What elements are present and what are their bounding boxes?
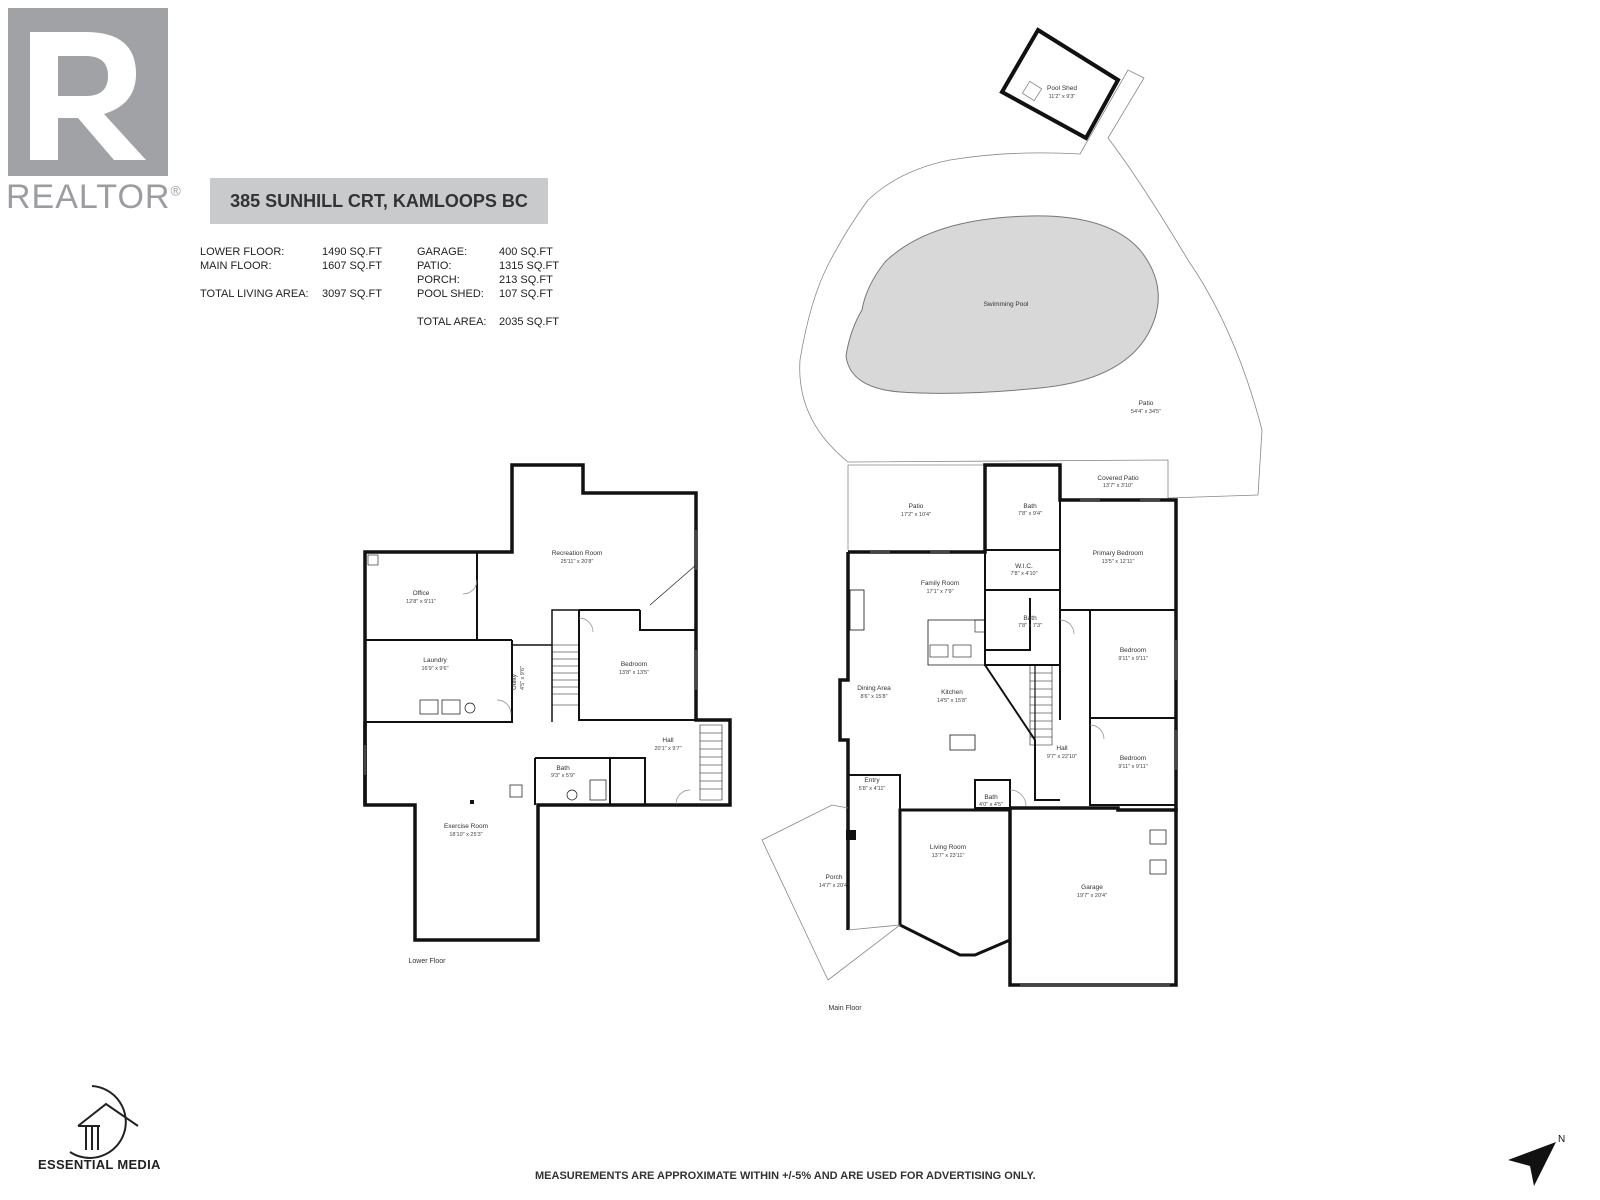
room-label: Bedroom xyxy=(1120,647,1146,654)
room-dim: 7'8" x 7'3" xyxy=(1018,623,1042,629)
room-dim: 13'7" x 23'11" xyxy=(932,853,965,859)
room-label: Office xyxy=(413,590,430,597)
room-dim: 17'1" x 7'9" xyxy=(926,589,953,595)
room-label: Bedroom xyxy=(1120,755,1146,762)
area-label: GARAGE: xyxy=(417,246,468,258)
patio-outline xyxy=(799,69,1263,499)
room-dim: 13'7" x 3'10" xyxy=(1103,483,1133,489)
area-value: 2035 SQ.FT xyxy=(499,316,559,328)
area-value: 1315 SQ.FT xyxy=(499,260,559,272)
room-label: Bath xyxy=(984,794,998,801)
room-dim: 9'3" x 5'9" xyxy=(551,773,575,779)
area-label: LOWER FLOOR: xyxy=(200,246,285,258)
room-label: Entry xyxy=(864,777,880,784)
room-label: Patio xyxy=(909,503,924,510)
area-label: PATIO: xyxy=(417,260,452,272)
room-dim: 11'2" x 9'3" xyxy=(1049,94,1076,100)
area-value: 1607 SQ.FT xyxy=(322,260,382,272)
realtor-wordmark: REALTOR® xyxy=(6,178,182,216)
room-dim: 13'5" x 12'11" xyxy=(1102,559,1135,565)
room-dim: 9'11" x 9'11" xyxy=(1118,764,1147,770)
essential-media-logo xyxy=(30,1080,170,1180)
room-dim: 14'5" x 15'8" xyxy=(937,698,967,704)
address-banner: 385 SUNHILL CRT, KAMLOOPS BC xyxy=(210,178,548,224)
area-value: 400 SQ.FT xyxy=(499,246,553,258)
room-dim: 4'0" x 4'5" xyxy=(979,802,1003,808)
realtor-r-icon xyxy=(8,8,168,176)
room-dim: 8'6" x 15'8" xyxy=(860,694,887,700)
room-dim: 16'9" x 9'6" xyxy=(421,666,448,672)
area-value: 3097 SQ.FT xyxy=(322,288,382,300)
room-label: Laundry xyxy=(423,657,447,664)
area-label: TOTAL LIVING AREA: xyxy=(200,288,309,300)
area-value: 1490 SQ.FT xyxy=(322,246,382,258)
pool-shed: Pool Shed 11'2" x 9'3" xyxy=(999,27,1121,141)
room-dim: 5'8" x 4'11" xyxy=(859,786,886,792)
area-label: PORCH: xyxy=(417,274,460,286)
room-label: Utility xyxy=(511,673,518,690)
room-label: W.I.C. xyxy=(1015,563,1033,570)
room-label: Recreation Room xyxy=(552,550,603,557)
area-label: POOL SHED: xyxy=(417,288,484,300)
room-dim: 19'7" x 20'4" xyxy=(1077,893,1107,899)
area-summary-left: LOWER FLOOR: 1490 SQ.FT MAIN FLOOR: 1607… xyxy=(200,246,390,306)
address-title: 385 SUNHILL CRT, KAMLOOPS BC xyxy=(230,190,528,211)
room-dim: 14'7" x 20'4" xyxy=(819,883,849,889)
essential-media-wordmark: ESSENTIAL MEDIA xyxy=(38,1157,161,1172)
north-label: N xyxy=(1558,1134,1565,1145)
north-arrow: N xyxy=(1500,1130,1570,1190)
room-label: Kitchen xyxy=(941,689,963,696)
room-dim: 25'11" x 20'8" xyxy=(561,559,594,565)
room-label: Bath xyxy=(1023,615,1037,622)
room-label: Pool Shed xyxy=(1047,85,1077,92)
area-value: 213 SQ.FT xyxy=(499,274,553,286)
main-floor xyxy=(761,463,1178,987)
room-dim: 13'8" x 13'5" xyxy=(619,670,649,676)
room-label: Bedroom xyxy=(621,661,647,668)
room-label: Living Room xyxy=(930,844,966,851)
area-label: TOTAL AREA: xyxy=(417,316,487,328)
realtor-logo xyxy=(8,8,168,176)
room-dim: 4'5" x 9'6" xyxy=(520,666,526,690)
room-label: Bath xyxy=(1023,503,1037,510)
north-arrow-icon: N xyxy=(1508,1134,1565,1186)
room-label: Family Room xyxy=(921,580,959,587)
lower-floor xyxy=(363,463,732,942)
area-value: 107 SQ.FT xyxy=(499,288,553,300)
room-label: Porch xyxy=(826,874,843,881)
room-dim: 7'8" x 9'4" xyxy=(1018,511,1042,517)
room-dim: 9'11" x 9'11" xyxy=(1118,656,1147,662)
room-dim: 17'2" x 10'4" xyxy=(901,512,931,518)
area-summary-right: GARAGE: 400 SQ.FT PATIO: 1315 SQ.FT PORC… xyxy=(417,246,577,336)
house-circle-icon xyxy=(69,1085,139,1159)
main-floor-labels: Patio 17'2" x 10'4" Covered Patio 13'7" … xyxy=(819,475,1148,1012)
room-label: Swimming Pool xyxy=(984,301,1029,308)
room-label: Covered Patio xyxy=(1097,475,1139,482)
room-label: Primary Bedroom xyxy=(1093,550,1144,557)
room-label: Dining Area xyxy=(857,685,891,692)
floor-label: Lower Floor xyxy=(409,958,447,965)
floor-label: Main Floor xyxy=(828,1005,862,1012)
swimming-pool: Swimming Pool xyxy=(845,215,1159,394)
room-label: Patio xyxy=(1139,400,1154,407)
room-dim: 7'8" x 4'10" xyxy=(1010,571,1037,577)
room-dim: 12'8" x 9'11" xyxy=(406,599,436,605)
room-label: Garage xyxy=(1081,884,1103,891)
room-label: Bath xyxy=(556,765,570,772)
room-dim: 18'10" x 25'3" xyxy=(449,832,482,838)
room-label: Hall xyxy=(1056,745,1068,752)
room-label: Hall xyxy=(662,737,674,744)
room-dim: 20'1" x 9'7" xyxy=(654,746,681,752)
disclaimer-text: MEASUREMENTS ARE APPROXIMATE WITHIN +/-5… xyxy=(535,1170,1036,1182)
area-label: MAIN FLOOR: xyxy=(200,260,272,272)
room-dim: 54'4" x 34'5" xyxy=(1131,409,1161,415)
room-dim: 9'7" x 22'10" xyxy=(1047,754,1077,760)
room-label: Exercise Room xyxy=(444,823,488,830)
lower-floor-labels: Recreation Room 25'11" x 20'8" Office 12… xyxy=(406,550,681,965)
